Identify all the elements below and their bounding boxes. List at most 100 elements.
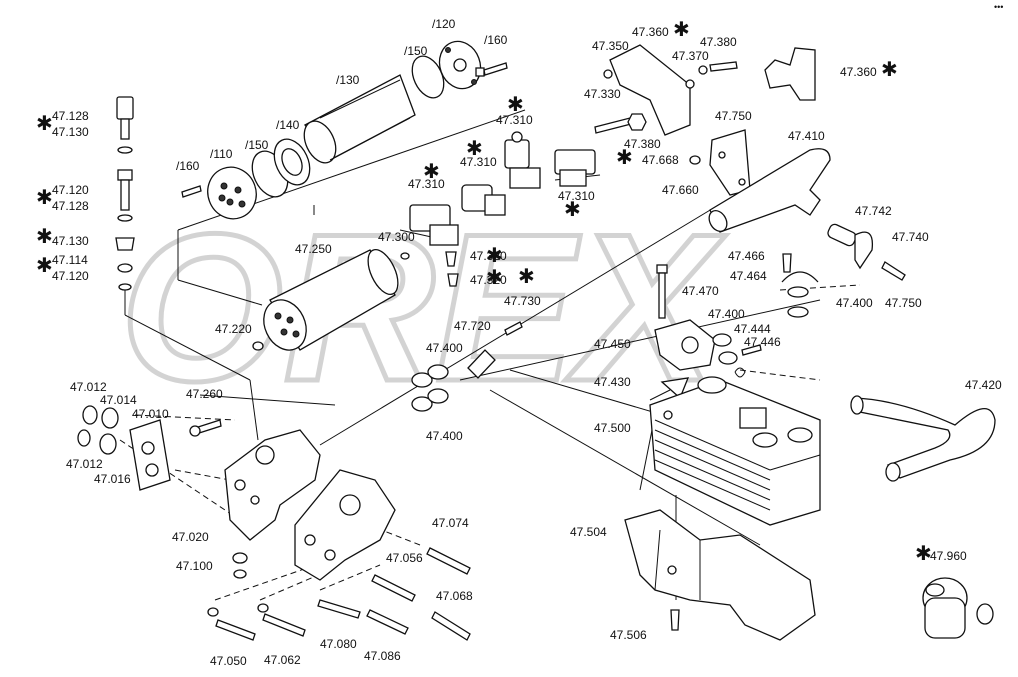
filter-element-130 — [303, 74, 416, 164]
part-label-47014: 47.014 — [100, 393, 137, 407]
part-label-47220: 47.220 — [215, 322, 252, 336]
part-960 — [922, 577, 994, 639]
part-label-47464: 47.464 — [730, 269, 767, 283]
part-label-47370: 47.370 — [672, 49, 709, 63]
part-label-47742: 47.742 — [855, 204, 892, 218]
part-label-47128a: 47.128 — [52, 109, 89, 123]
part-label-47400a: 47.400 — [836, 296, 873, 310]
pump-body — [294, 469, 396, 581]
part-label-47450: 47.450 — [594, 337, 631, 351]
cover-120 — [438, 40, 482, 90]
part-label-47750b: 47.750 — [885, 296, 922, 310]
part-label-110: /110 — [210, 147, 233, 161]
part-label-47400d: 47.400 — [708, 307, 745, 321]
part-label-47668: 47.668 — [642, 153, 679, 167]
asterisk-marker: ✱ — [36, 253, 53, 277]
part-label-47400b: 47.400 — [426, 341, 463, 355]
part-label-47310d: 47.310 — [558, 189, 595, 203]
hose-420 — [850, 395, 996, 482]
asterisk-marker: ✱ — [486, 243, 503, 267]
part-label-47016: 47.016 — [94, 472, 131, 486]
thermostat-housing-450 — [654, 319, 762, 378]
part-label-47410: 47.410 — [788, 129, 825, 143]
asterisk-marker: ✱ — [486, 265, 503, 289]
screw-330 — [594, 113, 647, 134]
clip-464 — [781, 253, 819, 318]
part-label-47080: 47.080 — [320, 637, 357, 651]
asterisk-marker: ✱ — [507, 92, 524, 116]
part-label-47130a: 47.130 — [52, 125, 89, 139]
part-label-47114: 47.114 — [52, 253, 88, 267]
part-label-140: /140 — [276, 118, 300, 132]
asterisk-marker: ✱ — [466, 136, 483, 160]
part-label-47130b: 47.130 — [52, 234, 89, 248]
part-label-47506: 47.506 — [610, 628, 647, 642]
part-label-47310a: 47.310 — [496, 113, 533, 127]
part-label-47050: 47.050 — [210, 654, 247, 668]
part-label-47400c: 47.400 — [426, 429, 463, 443]
bracket-360 — [603, 44, 816, 136]
part-label-47360a: 47.360 — [632, 25, 669, 39]
part-label-47074: 47.074 — [432, 516, 469, 530]
part-label-47310b: 47.310 — [460, 155, 497, 169]
part-label-47260: 47.260 — [186, 387, 223, 401]
part-label-47466: 47.466 — [728, 249, 765, 263]
bolt-set — [207, 547, 471, 641]
bolt-506 — [670, 609, 680, 631]
part-label-47446: 47.446 — [744, 335, 781, 349]
part-label-47360b: 47.360 — [840, 65, 877, 79]
part-label-47380b: 47.380 — [624, 137, 661, 151]
part-label-47310c: 47.310 — [408, 177, 445, 191]
solenoid-valve-310 — [409, 131, 596, 246]
asterisk-marker: ✱ — [36, 224, 53, 248]
asterisk-marker: ✱ — [881, 57, 898, 81]
part-label-47068: 47.068 — [436, 589, 473, 603]
gasket-430 — [660, 377, 690, 400]
part-label-47380a: 47.380 — [700, 35, 737, 49]
part-label-160b: /160 — [176, 159, 200, 173]
bracket-720 — [467, 349, 496, 379]
pipe-410 — [708, 148, 831, 233]
bolt-470 — [656, 264, 668, 319]
part-label-47300: 47.300 — [378, 230, 415, 244]
part-label-47500: 47.500 — [594, 421, 631, 435]
part-label-47720: 47.720 — [454, 319, 491, 333]
asterisk-marker: ✱ — [564, 197, 581, 221]
washer-012 — [77, 405, 119, 455]
part-label-47430: 47.430 — [594, 375, 631, 389]
part-label-47100: 47.100 — [176, 559, 213, 573]
seal-220 — [252, 341, 264, 351]
asterisk-marker: ✱ — [915, 541, 932, 565]
asterisk-marker: ✱ — [616, 145, 633, 169]
part-label-47250: 47.250 — [295, 242, 332, 256]
part-label-130: /130 — [336, 73, 360, 87]
part-label-47420: 47.420 — [965, 378, 1002, 392]
part-label-160a: /160 — [484, 33, 508, 47]
bracket-660 — [689, 129, 751, 196]
sensor-stack — [115, 96, 135, 291]
part-label-47740: 47.740 — [892, 230, 929, 244]
part-label-150b: /150 — [245, 138, 269, 152]
gasket-010 — [129, 419, 171, 491]
asterisk-marker: ✱ — [36, 111, 53, 135]
part-label-47750a: 47.750 — [715, 109, 752, 123]
part-labels: /120/160/150/130/140/150/160/11047.12847… — [36, 17, 1002, 668]
part-label-47470: 47.470 — [682, 284, 719, 298]
asterisk-marker: ✱ — [518, 264, 535, 288]
seal-300 — [400, 252, 410, 260]
asterisk-marker: ✱ — [673, 17, 690, 41]
part-label-47010: 47.010 — [132, 407, 169, 421]
part-label-47320b: 47.320 — [470, 273, 507, 287]
pump-housing-020 — [224, 429, 321, 541]
end-plate-140 — [273, 138, 311, 186]
washer-100 — [232, 552, 248, 579]
filter-housing-250 — [263, 249, 399, 351]
screw-320 — [445, 251, 459, 287]
part-label-47012a: 47.012 — [70, 380, 107, 394]
asterisk-marker: ✱ — [36, 185, 53, 209]
part-label-47056: 47.056 — [386, 551, 423, 565]
part-label-120: /120 — [432, 17, 456, 31]
oil-cooler-500 — [649, 376, 821, 526]
part-label-47444: 47.444 — [734, 322, 771, 336]
